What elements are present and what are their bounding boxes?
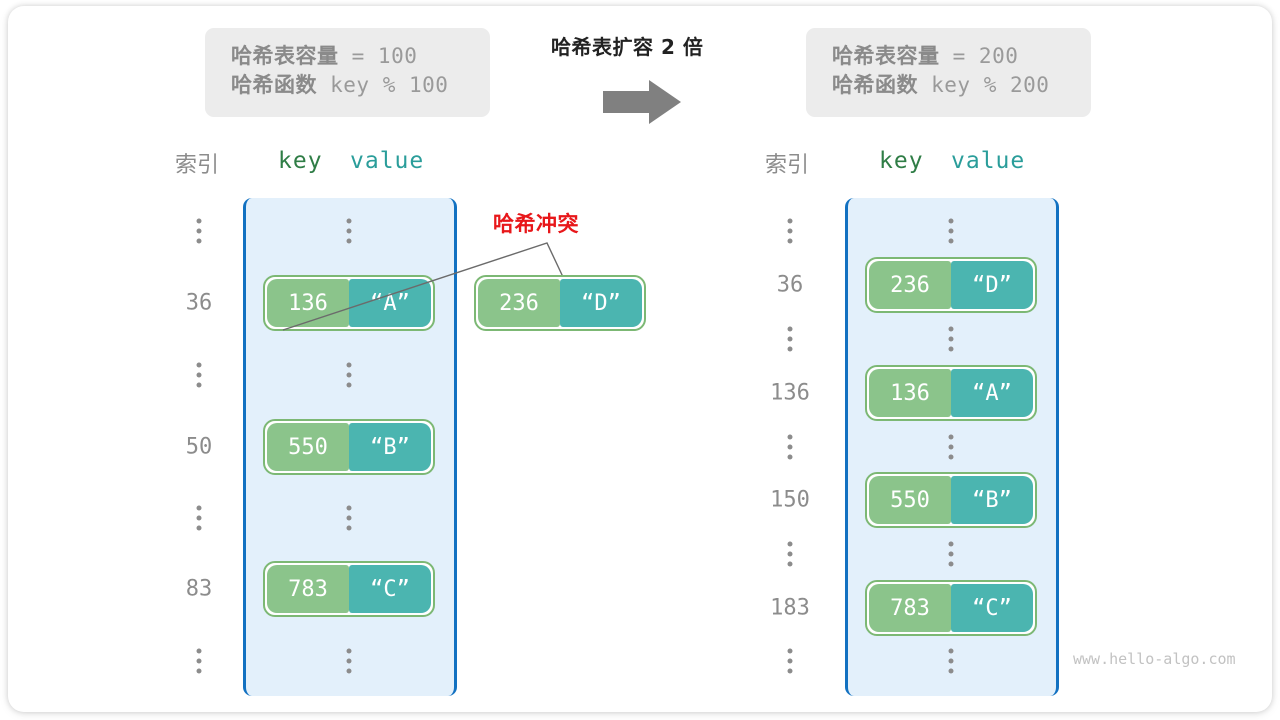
right-function-value: key % 200: [918, 72, 1050, 97]
diagram-card: [8, 6, 1272, 712]
left-index-36: 36: [185, 290, 213, 316]
right-bucket-dots-0: [948, 218, 954, 244]
right-pair-136-value: “A”: [951, 369, 1033, 417]
right-pair-150-value: “B”: [951, 476, 1033, 524]
right-bucket-dots-8: [948, 648, 954, 674]
collision-label: 哈希冲突: [493, 212, 579, 236]
right-header-value: value: [951, 148, 1026, 174]
right-index-136: 136: [770, 380, 810, 406]
right-pair-36-key: 236: [869, 261, 951, 309]
left-function-value: key % 100: [317, 72, 449, 97]
watermark: www.hello-algo.com: [1073, 650, 1236, 668]
left-index-83: 83: [185, 576, 213, 602]
left-bucket-dots-0: [346, 218, 352, 244]
left-pair-50: 550 “B”: [263, 419, 435, 475]
right-index-150: 150: [770, 487, 810, 513]
left-bucket-dots-2: [346, 362, 352, 388]
right-index-dots-6: [787, 541, 793, 567]
right-index-183: 183: [770, 595, 810, 621]
left-bucket-dots-6: [346, 648, 352, 674]
right-index-dots-2: [787, 326, 793, 352]
left-capacity-value: = 100: [338, 44, 418, 68]
left-bucket-dots-4: [346, 505, 352, 531]
right-pair-183: 783 “C”: [865, 580, 1037, 636]
right-pair-136-key: 136: [869, 369, 951, 417]
left-capacity-label: 哈希表容量: [231, 44, 339, 68]
left-index-dots-2: [196, 362, 202, 388]
collision-pair-key: 236: [478, 279, 560, 327]
right-pair-183-value: “C”: [951, 584, 1033, 632]
right-header-key: key: [879, 148, 924, 174]
left-pair-36-key: 136: [267, 279, 349, 327]
left-header-key: key: [278, 148, 323, 174]
right-arrow-icon: [601, 78, 683, 130]
right-index-36: 36: [776, 272, 804, 298]
left-capacity-infobox: 哈希表容量 = 100 哈希函数 key % 100: [205, 28, 490, 117]
right-bucket-dots-6: [948, 541, 954, 567]
left-capacity-line: 哈希表容量 = 100: [231, 42, 464, 71]
right-bucket-dots-2: [948, 326, 954, 352]
right-pair-183-key: 783: [869, 584, 951, 632]
left-index-50: 50: [185, 434, 213, 460]
right-pair-150-key: 550: [869, 476, 951, 524]
right-pair-150: 550 “B”: [865, 472, 1037, 528]
right-index-dots-4: [787, 434, 793, 460]
right-pair-36: 236 “D”: [865, 257, 1037, 313]
left-pair-50-value: “B”: [349, 423, 431, 471]
left-pair-83: 783 “C”: [263, 561, 435, 617]
left-header-index: 索引: [175, 153, 220, 178]
left-pair-83-key: 783: [267, 565, 349, 613]
right-capacity-infobox: 哈希表容量 = 200 哈希函数 key % 200: [806, 28, 1091, 117]
left-pair-36: 136 “A”: [263, 275, 435, 331]
right-pair-36-value: “D”: [951, 261, 1033, 309]
right-function-label: 哈希函数: [832, 72, 918, 97]
left-function-line: 哈希函数 key % 100: [231, 71, 464, 100]
left-index-dots-6: [196, 648, 202, 674]
collision-overflow-pair: 236 “D”: [474, 275, 646, 331]
left-function-label: 哈希函数: [231, 72, 317, 97]
left-header-value: value: [350, 148, 425, 174]
right-index-dots-0: [787, 218, 793, 244]
transform-title: 哈希表扩容 2 倍: [551, 35, 704, 59]
right-header-index: 索引: [765, 153, 810, 178]
right-arrow-svg: [603, 80, 681, 124]
left-pair-83-value: “C”: [349, 565, 431, 613]
left-pair-36-value: “A”: [349, 279, 431, 327]
right-bucket-dots-4: [948, 434, 954, 460]
right-index-dots-8: [787, 648, 793, 674]
left-index-dots-4: [196, 505, 202, 531]
left-index-dots-0: [196, 218, 202, 244]
collision-pair-value: “D”: [560, 279, 642, 327]
right-capacity-value: = 200: [939, 44, 1019, 68]
left-pair-50-key: 550: [267, 423, 349, 471]
right-capacity-line: 哈希表容量 = 200: [832, 42, 1065, 71]
right-pair-136: 136 “A”: [865, 365, 1037, 421]
right-capacity-label: 哈希表容量: [832, 44, 940, 68]
right-function-line: 哈希函数 key % 200: [832, 71, 1065, 100]
